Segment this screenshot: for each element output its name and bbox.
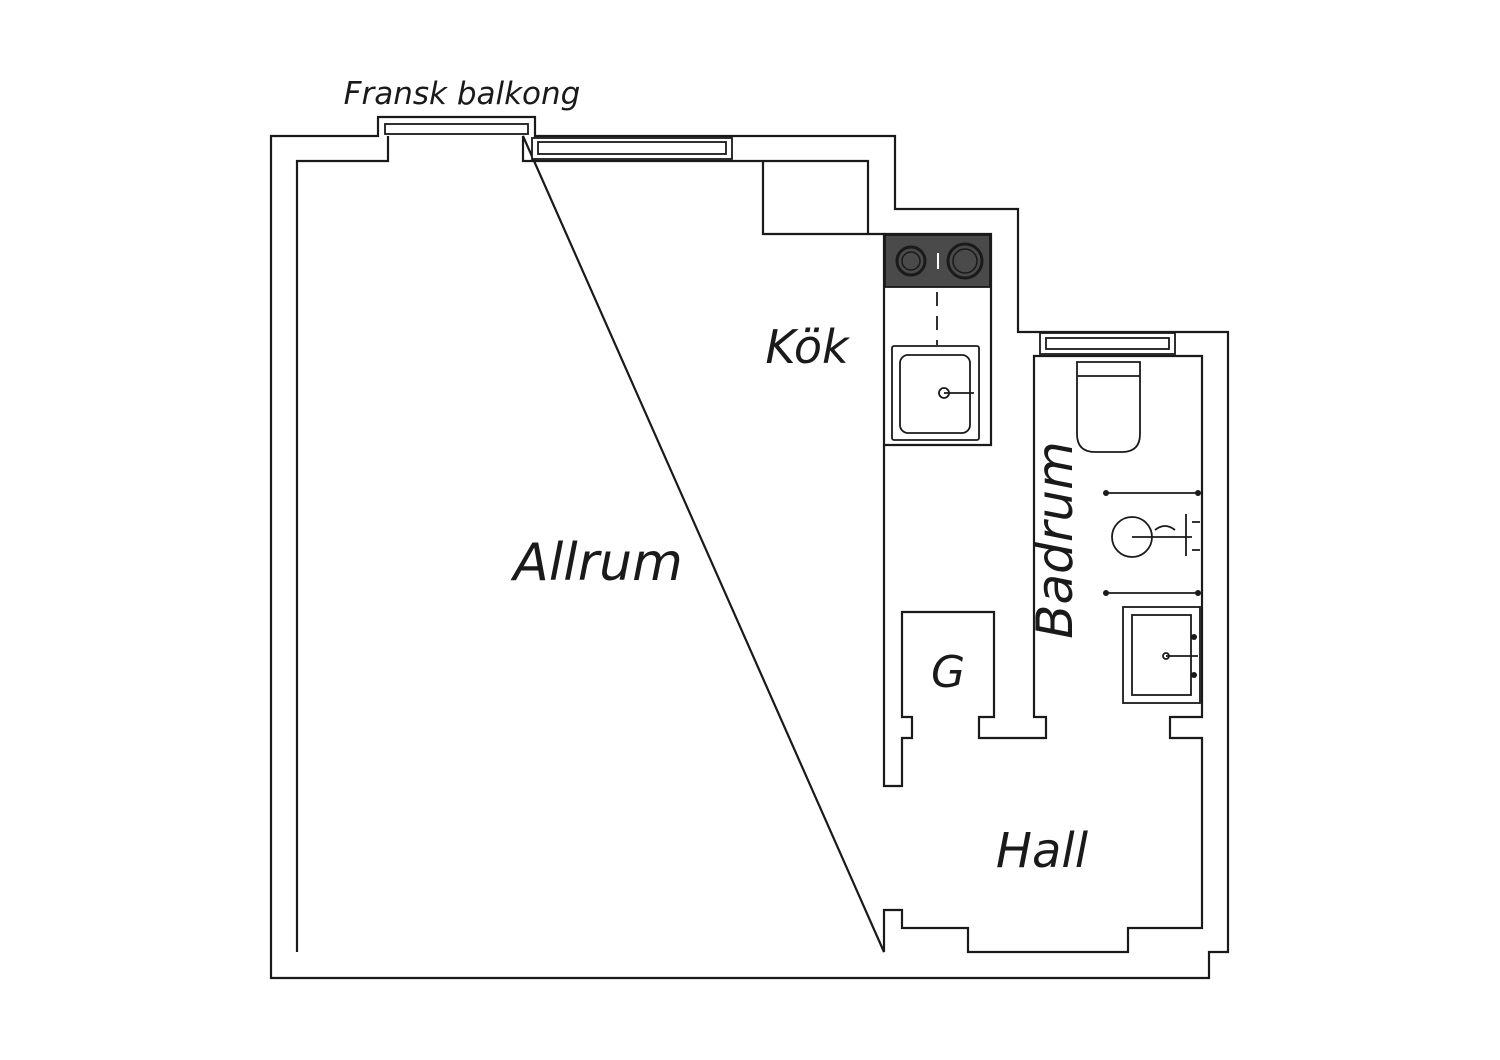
label-kok: Kök — [765, 320, 851, 374]
window-badrum — [1039, 332, 1176, 355]
bathroom-sink-basin — [1131, 614, 1192, 696]
kitchen-nook — [761, 161, 868, 236]
label-fransk-balkong: Fransk balkong — [344, 76, 581, 112]
outer-wall — [269, 115, 1230, 980]
stove-burner-right — [946, 242, 984, 280]
shower-head-icon — [1132, 514, 1200, 556]
toilet — [1076, 361, 1141, 453]
label-badrum: Badrum — [1026, 441, 1084, 639]
kitchen-sink-basin — [899, 354, 971, 434]
kitchen-counter — [884, 232, 993, 447]
inner-wall-allrum — [295, 135, 1204, 954]
label-closet: G — [931, 647, 965, 698]
label-hall: Hall — [996, 823, 1089, 879]
label-allrum: Allrum — [510, 533, 682, 593]
stove-burner-left — [895, 245, 927, 277]
balcony-door — [384, 123, 529, 135]
